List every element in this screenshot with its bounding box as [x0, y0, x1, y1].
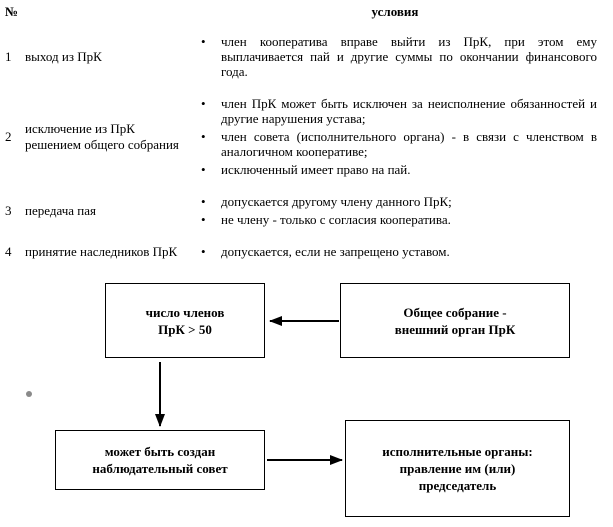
row-number: 1	[5, 49, 12, 64]
flow-box-supervisory-council: может быть создан наблюдательный совет	[55, 430, 265, 490]
list-item-text: член ПрК может быть исключен за неисполн…	[221, 96, 597, 126]
list-item: • не члену - только с согласия кооперати…	[193, 212, 597, 227]
col-header-spacer	[25, 4, 193, 20]
bullet-icon: •	[201, 162, 206, 177]
row-items: • допускается, если не запрещено уставом…	[193, 241, 597, 262]
list-item: • член ПрК может быть исключен за неиспо…	[193, 96, 597, 126]
bullet-icon: •	[201, 34, 206, 49]
bullet-icon: •	[201, 194, 206, 209]
table-row: 1 выход из ПрК • член кооператива вправе…	[5, 31, 597, 82]
table-row: 3 передача пая • допускается другому чле…	[5, 191, 597, 230]
row-label: передача пая	[25, 202, 96, 218]
row-number: 4	[5, 244, 12, 259]
bullet-icon: •	[201, 96, 206, 111]
list-item-text: допускается другому члену данного ПрК;	[221, 194, 452, 209]
list-item: • исключенный имеет право на пай.	[193, 162, 597, 177]
row-label: исключение из ПрК решением общего собран…	[25, 120, 179, 152]
bullet-icon: •	[201, 129, 206, 144]
row-items: • допускается другому члену данного ПрК;…	[193, 191, 597, 230]
list-item: • член совета (исполнительного органа) -…	[193, 129, 597, 159]
row-items: • член ПрК может быть исключен за неиспо…	[193, 93, 597, 180]
table-header: № условия	[5, 4, 597, 20]
list-item-text: член совета (исполнительного органа) - в…	[221, 129, 597, 159]
list-item-text: не члену - только с согласия кооператива…	[221, 212, 451, 227]
list-item: • член кооператива вправе выйти из ПрК, …	[193, 34, 597, 79]
flow-box-members-count: число членов ПрК > 50	[105, 283, 265, 358]
bullet-icon: •	[201, 212, 206, 227]
conditions-table: № условия 1 выход из ПрК • член кооперат…	[5, 4, 597, 262]
table-row: 4 принятие наследников ПрК • допускается…	[5, 241, 597, 262]
col-header-no: №	[5, 4, 19, 19]
stray-bullet-icon	[26, 391, 32, 397]
row-label: выход из ПрК	[25, 48, 102, 64]
bullet-icon: •	[201, 244, 206, 259]
flowchart: число членов ПрК > 50 Общее собрание - в…	[0, 281, 613, 527]
row-label: принятие наследников ПрК	[25, 243, 178, 259]
list-item-text: исключенный имеет право на пай.	[221, 162, 411, 177]
list-item-text: член кооператива вправе выйти из ПрК, пр…	[221, 34, 597, 79]
flow-box-general-assembly: Общее собрание - внешний орган ПрК	[340, 283, 570, 358]
row-number: 2	[5, 129, 12, 144]
col-header-conditions: условия	[371, 4, 419, 19]
flow-box-executive-organs: исполнительные органы: правление им (или…	[345, 420, 570, 517]
row-number: 3	[5, 203, 12, 218]
list-item: • допускается другому члену данного ПрК;	[193, 194, 597, 209]
flow-arrows	[155, 316, 343, 465]
list-item-text: допускается, если не запрещено уставом.	[221, 244, 450, 259]
row-items: • член кооператива вправе выйти из ПрК, …	[193, 31, 597, 82]
table-row: 2 исключение из ПрК решением общего собр…	[5, 93, 597, 180]
list-item: • допускается, если не запрещено уставом…	[193, 244, 597, 259]
